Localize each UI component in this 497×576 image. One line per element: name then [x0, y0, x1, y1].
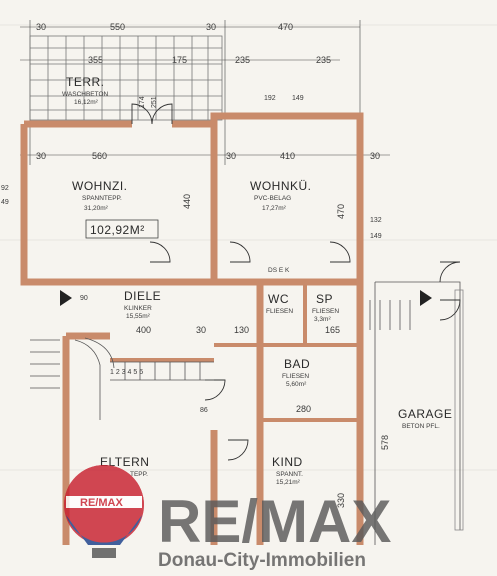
garage-name: GARAGE — [398, 407, 452, 421]
wohnkueche-area: 17,27m² — [262, 205, 287, 212]
dim-top-30b: 30 — [206, 22, 216, 32]
total-area: 102,92M² — [90, 223, 145, 237]
window-label-174: 174 — [139, 96, 146, 108]
wc-name: WC — [268, 292, 289, 306]
dim-v-132: 132 — [370, 217, 382, 224]
dim-mid-30a: 30 — [36, 151, 46, 161]
interior-walls — [110, 282, 360, 422]
compass-symbol: DS E K — [268, 267, 290, 274]
dim-v-440: 440 — [182, 194, 192, 209]
eltern-floor: TEPP. — [130, 471, 148, 478]
terrace-name: TERR. — [66, 75, 105, 89]
diele-floor: KLINKER — [124, 305, 152, 312]
bad-area: 5,60m² — [286, 381, 307, 388]
brand-wordmark: RE/MAX — [158, 488, 391, 555]
entry-arrow-icon — [60, 290, 72, 306]
dim-v-192: 192 — [264, 95, 276, 102]
wohnkueche-floor: PVC-BELAG — [254, 195, 291, 202]
sp-area: 3,3m² — [314, 316, 331, 323]
dim-d-330: 330 — [336, 493, 346, 508]
stairs-steps: 1 2 3 4 5 6 — [110, 369, 143, 376]
diele-area: 15,55m² — [126, 313, 151, 320]
wc-floor: FLIESEN — [266, 308, 293, 315]
dim-v-149a: 149 — [292, 95, 304, 102]
dim-d-130: 130 — [234, 325, 249, 335]
dim-d-165: 165 — [325, 325, 340, 335]
dim-left-92: 92 — [1, 185, 9, 192]
wohnzimmer-area: 31,20m² — [84, 205, 109, 212]
balloon-brand-text: RE/MAX — [80, 497, 123, 509]
garage-steps — [369, 300, 411, 330]
paper-grid — [0, 24, 497, 471]
dim-d-90: 90 — [80, 295, 88, 302]
dim-d-86: 86 — [200, 407, 208, 414]
sp-floor: FLIESEN — [312, 308, 339, 315]
total-area-box — [85, 219, 159, 239]
dim-d-578: 578 — [380, 435, 390, 450]
terrace-floor: WASCHBETON — [62, 91, 109, 98]
remax-watermark: RE/MAX RE/MAX Donau-City-Immobilien — [64, 465, 391, 571]
staircase — [74, 337, 214, 420]
kind-area: 15,21m² — [276, 479, 301, 486]
dim-top-175: 175 — [172, 55, 187, 65]
dim-v-470: 470 — [336, 204, 346, 219]
dim-mid-30c: 30 — [370, 151, 380, 161]
wohnzimmer-floor: SPANNTEPP. — [82, 195, 122, 202]
dim-top-550: 550 — [110, 22, 125, 32]
terrace-area: 16,12m² — [74, 99, 99, 106]
bad-name: BAD — [284, 357, 310, 371]
dim-top-470: 470 — [278, 22, 293, 32]
dim-d-30: 30 — [196, 325, 206, 335]
dim-top-235b: 235 — [316, 55, 331, 65]
sp-name: SP — [316, 292, 333, 306]
diele-name: DIELE — [124, 289, 161, 303]
dim-top-235a: 235 — [235, 55, 250, 65]
terrace-grid — [29, 35, 223, 121]
dim-mid-410: 410 — [280, 151, 295, 161]
garage-outline — [374, 281, 464, 545]
dim-top-30a: 30 — [36, 22, 46, 32]
eltern-name: ELTERN — [100, 455, 149, 469]
kind-name: KIND — [272, 455, 303, 469]
garage-arrow-icon — [420, 290, 432, 306]
outside-steps — [30, 339, 60, 389]
dim-v-149b: 149 — [370, 233, 382, 240]
bad-floor: FLIESEN — [282, 373, 309, 380]
door-swings — [131, 103, 461, 461]
dim-top-355: 355 — [88, 55, 103, 65]
dim-mid-30b: 30 — [226, 151, 236, 161]
dim-mid-560: 560 — [92, 151, 107, 161]
window-label-251: 251 — [151, 96, 158, 108]
wohnzimmer-name: WOHNZI. — [72, 179, 128, 193]
dim-d-280: 280 — [296, 404, 311, 414]
brand-subtitle: Donau-City-Immobilien — [158, 550, 366, 571]
wohnkueche-name: WOHNKÜ. — [250, 179, 312, 193]
dim-d-400: 400 — [136, 325, 151, 335]
dim-left-49: 49 — [1, 199, 9, 206]
balloon-logo-icon — [64, 465, 144, 558]
garage-floor: BETON PFL. — [402, 423, 440, 430]
kind-floor: SPANNT. — [276, 471, 303, 478]
